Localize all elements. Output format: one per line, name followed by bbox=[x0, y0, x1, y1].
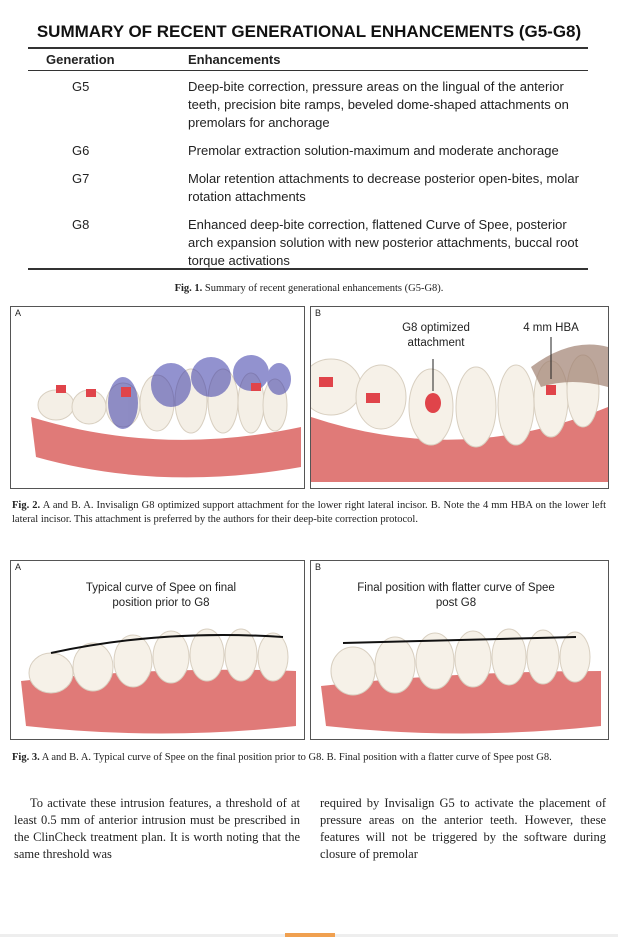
panel-label: B bbox=[315, 562, 322, 572]
table-header-row: Generation Enhancements bbox=[28, 50, 588, 70]
fig-label: Fig. 2. bbox=[12, 500, 41, 511]
panel-label: B bbox=[315, 308, 322, 318]
caption-text: A and B. A. Typical curve of Spee on the… bbox=[41, 752, 552, 763]
caption-text: Summary of recent generational enhanceme… bbox=[204, 283, 444, 294]
table-title: SUMMARY OF RECENT GENERATIONAL ENHANCEME… bbox=[36, 22, 582, 41]
divider bbox=[28, 47, 588, 49]
divider bbox=[28, 70, 588, 71]
annotation-curve-a: Typical curve of Spee on final position … bbox=[85, 582, 237, 609]
fig3-panel-a: A Typical curve of Spee on final positio… bbox=[10, 560, 305, 740]
dental-arch-image bbox=[321, 628, 601, 734]
panel-label: A bbox=[15, 308, 22, 318]
divider bbox=[28, 268, 588, 270]
column-header: Enhancements bbox=[188, 52, 281, 67]
table-row: G6 Premolar extraction solution-maximum a… bbox=[28, 138, 588, 166]
table-row: G7 Molar retention attachments to decreas… bbox=[28, 166, 588, 212]
fig3-caption: Fig. 3. A and B. A. Typical curve of Spe… bbox=[12, 751, 606, 765]
panel-label: A bbox=[15, 562, 22, 572]
caption-text: A and B. A. Invisalign G8 optimized supp… bbox=[12, 500, 606, 525]
enhancement-cell: Deep-bite correction, pressure areas on … bbox=[188, 79, 569, 130]
fig-label: Fig. 3. bbox=[12, 752, 40, 763]
fig3-panel-b: B Final position with flatter curve of S… bbox=[310, 560, 609, 740]
fig2-caption: Fig. 2. A and B. A. Invisalign G8 optimi… bbox=[12, 499, 606, 527]
generation-cell: G5 bbox=[72, 79, 90, 94]
dental-arch-image bbox=[31, 355, 301, 478]
fig2-panel-b: B G8 optimized attachment 4 mm HBA bbox=[310, 306, 609, 489]
body-column-1: To activate these intrusion features, a … bbox=[14, 796, 300, 861]
page-indicator bbox=[285, 933, 335, 937]
generation-cell: G7 bbox=[72, 171, 90, 186]
fig-label: Fig. 1. bbox=[174, 283, 203, 294]
column-header: Generation bbox=[46, 52, 115, 67]
annotation-curve-b: Final position with flatter curve of Spe… bbox=[357, 582, 555, 609]
fig1-caption: Fig. 1. Summary of recent generational e… bbox=[0, 282, 618, 296]
body-column-2: required by Invisalign G5 to activate th… bbox=[320, 796, 606, 861]
table-row: G8 Enhanced deep-bite correction, flatten… bbox=[28, 212, 588, 276]
table-row: G5 Deep-bite correction, pressure areas o… bbox=[28, 74, 588, 138]
dental-arch-image bbox=[311, 337, 608, 482]
enhancement-cell: Enhanced deep-bite correction, flattened… bbox=[188, 217, 579, 268]
dental-arch-image bbox=[21, 628, 296, 734]
generation-cell: G6 bbox=[72, 143, 90, 158]
enhancement-cell: Premolar extraction solution-maximum and… bbox=[188, 143, 559, 158]
enhancement-cell: Molar retention attachments to decrease … bbox=[188, 171, 579, 204]
generation-cell: G8 bbox=[72, 217, 90, 232]
annotation-g8-attachment: G8 optimized attachment bbox=[402, 322, 470, 349]
annotation-hba: 4 mm HBA bbox=[523, 322, 579, 334]
fig2-panel-a: A bbox=[10, 306, 305, 489]
enhancements-table: Generation Enhancements G5 Deep-bite corre… bbox=[28, 50, 588, 276]
